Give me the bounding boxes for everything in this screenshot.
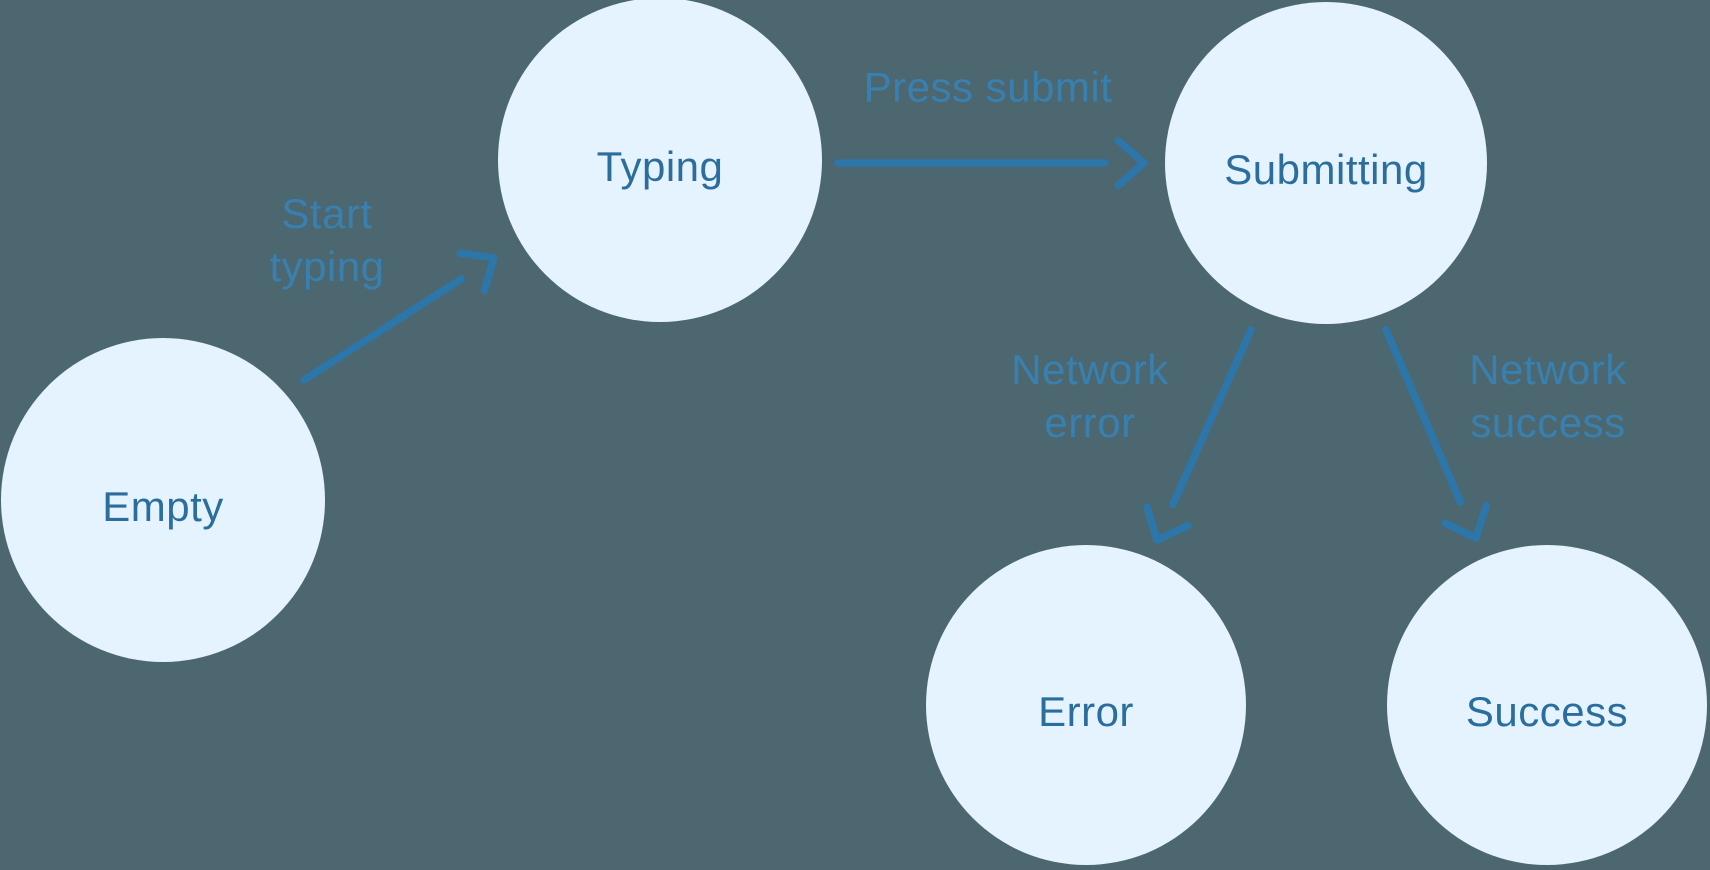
state-node-typing: Typing — [498, 0, 822, 322]
arrowhead-chevron-icon — [456, 249, 498, 295]
state-node-label: Success — [1465, 688, 1629, 735]
arrow-shaft — [1382, 326, 1465, 506]
state-node-label: Typing — [596, 143, 724, 190]
edge-submitting-error-arrow — [1143, 326, 1255, 544]
edge-typing-submitting-arrow — [834, 136, 1148, 190]
edge-empty-typing-arrow — [300, 249, 498, 384]
state-node-label: Empty — [102, 483, 224, 530]
edge-label-line: Press submit — [863, 63, 1113, 111]
edge-label-line: Start — [281, 190, 373, 237]
edge-label-line: success — [1470, 399, 1626, 446]
arrowhead-chevron-icon — [1441, 501, 1491, 542]
edge-label-line: Network — [1469, 346, 1627, 393]
edge-label-line: Network — [1011, 346, 1169, 393]
edge-label-network-success: Network success — [1469, 343, 1627, 449]
state-node-label: Error — [1038, 688, 1134, 735]
state-node-submitting: Submitting — [1165, 2, 1487, 324]
state-node-success: Success — [1387, 545, 1707, 865]
arrow-shaft — [300, 275, 465, 384]
edge-label-network-error: Network error — [1011, 343, 1169, 449]
edge-label-line: error — [1044, 399, 1136, 446]
state-node-label: Submitting — [1224, 146, 1428, 193]
arrowhead-chevron-icon — [1114, 136, 1148, 190]
edge-label-start-typing: Start typing — [269, 187, 384, 293]
state-node-empty: Empty — [1, 338, 325, 662]
edge-submitting-success-arrow — [1382, 326, 1491, 542]
edge-label-line: typing — [269, 243, 385, 290]
arrowhead-chevron-icon — [1143, 503, 1192, 544]
arrow-shaft — [1169, 326, 1255, 509]
state-node-error: Error — [926, 545, 1246, 865]
edge-label-press-submit: Press submit — [864, 61, 1113, 114]
